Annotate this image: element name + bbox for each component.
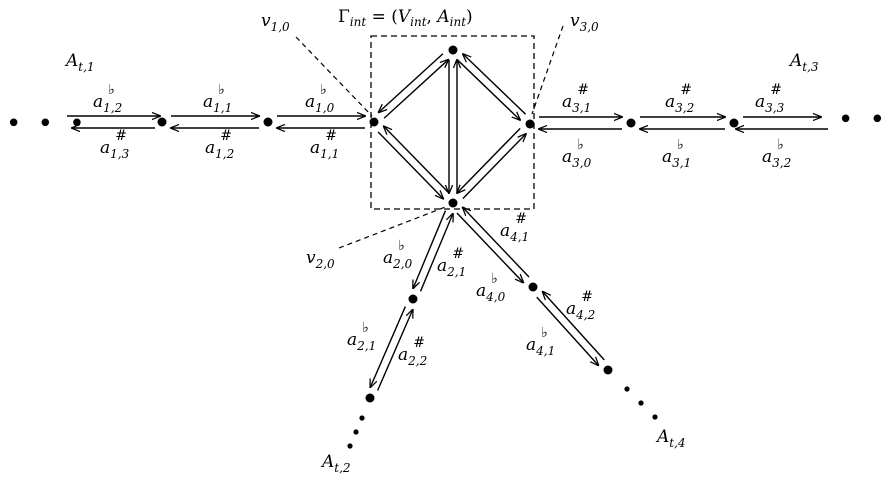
node-v10 (369, 117, 379, 127)
pointer-lines (295, 25, 564, 249)
arrow-a41-sharp (456, 212, 523, 283)
label-a13-sharp: a1,3# (100, 128, 130, 161)
arrow-a21-sharp (419, 214, 453, 292)
arrow-a21-flat (370, 306, 406, 388)
node-e1 (528, 282, 538, 292)
arrow-a42-sharp (536, 296, 599, 365)
label-v20: v2,0 (306, 248, 335, 271)
label-a12-sharp: a1,2# (205, 128, 234, 161)
interior-title: Γint = (Vint, Aint) (338, 7, 473, 29)
pointer-v30 (531, 25, 564, 115)
interior-box (370, 35, 535, 210)
ellipsis-left: • • • (6, 109, 89, 139)
arrow-labels: a1,2♭ a1,1♭ a1,0♭ a1,3# a1,2# a1,1# a3,1… (93, 82, 791, 368)
label-At2: At,2 (320, 452, 351, 475)
label-a42-sharp: a4,2# (566, 289, 595, 322)
label-At3: At,3 (788, 51, 819, 74)
node-d2 (365, 393, 375, 403)
arrow-int-bot-v10 (384, 126, 450, 194)
label-a21-flat: a2,1♭ (347, 320, 376, 353)
label-a41-sharp: a4,1# (500, 211, 529, 244)
label-a32-flat: a3,2♭ (762, 137, 791, 170)
label-a12-flat: a1,2♭ (93, 82, 122, 115)
arrow-a40-flat (463, 207, 530, 278)
node-v30 (525, 119, 535, 129)
pointer-v20 (338, 205, 449, 249)
ellipsis-bottom-left (347, 415, 365, 449)
arrow-int-v30-top (463, 54, 527, 115)
gamma-symbol: Γ (338, 7, 350, 27)
node-l2 (157, 117, 167, 127)
label-a40-flat: a4,0♭ (476, 271, 506, 304)
label-a32-sharp: a3,2# (665, 82, 694, 115)
arrow-int-bot-v30 (462, 134, 526, 200)
arrow-int-v10-top (383, 60, 448, 119)
arrow-a22-sharp (377, 310, 413, 391)
label-a22-sharp: a2,2# (398, 335, 427, 368)
label-At1: At,1 (64, 51, 95, 74)
label-v30: v3,0 (570, 11, 599, 34)
label-v10: v1,0 (261, 11, 290, 34)
label-a20-flat: a2,0♭ (383, 238, 413, 271)
node-bot (448, 198, 458, 208)
pointer-v10 (295, 36, 373, 117)
arrow-int-top-v10 (379, 53, 444, 113)
arrow-int-top-v30 (456, 59, 520, 120)
label-a33-sharp: a3,3# (755, 82, 785, 115)
label-a10-flat: a1,0♭ (305, 82, 335, 115)
node-l1 (263, 117, 273, 127)
label-a11-flat: a1,1♭ (203, 82, 232, 115)
node-d1 (408, 294, 418, 304)
arrow-int-v30-bot (457, 127, 521, 193)
arrow-a20-flat (413, 210, 447, 289)
label-At4: At,4 (655, 427, 686, 450)
label-a30-flat: a3,0♭ (562, 137, 592, 170)
node-r2 (729, 118, 739, 128)
node-e2 (603, 365, 613, 375)
node-top (448, 45, 458, 55)
arrow-int-v10-bot (377, 131, 443, 199)
arrows-layer (67, 54, 828, 391)
label-a41-flat: a4,1♭ (526, 325, 555, 358)
nodes-layer (157, 45, 739, 403)
arrow-a41-flat (543, 292, 605, 361)
ellipsis-bottom-right (624, 386, 658, 420)
label-a11-sharp: a1,1# (310, 128, 339, 161)
label-a31-sharp: a3,1# (562, 82, 591, 115)
label-a31-flat: a3,1♭ (662, 137, 691, 170)
node-r1 (626, 118, 636, 128)
label-a21-sharp: a2,1# (437, 246, 466, 279)
ellipsis-right: • • • (838, 105, 894, 135)
